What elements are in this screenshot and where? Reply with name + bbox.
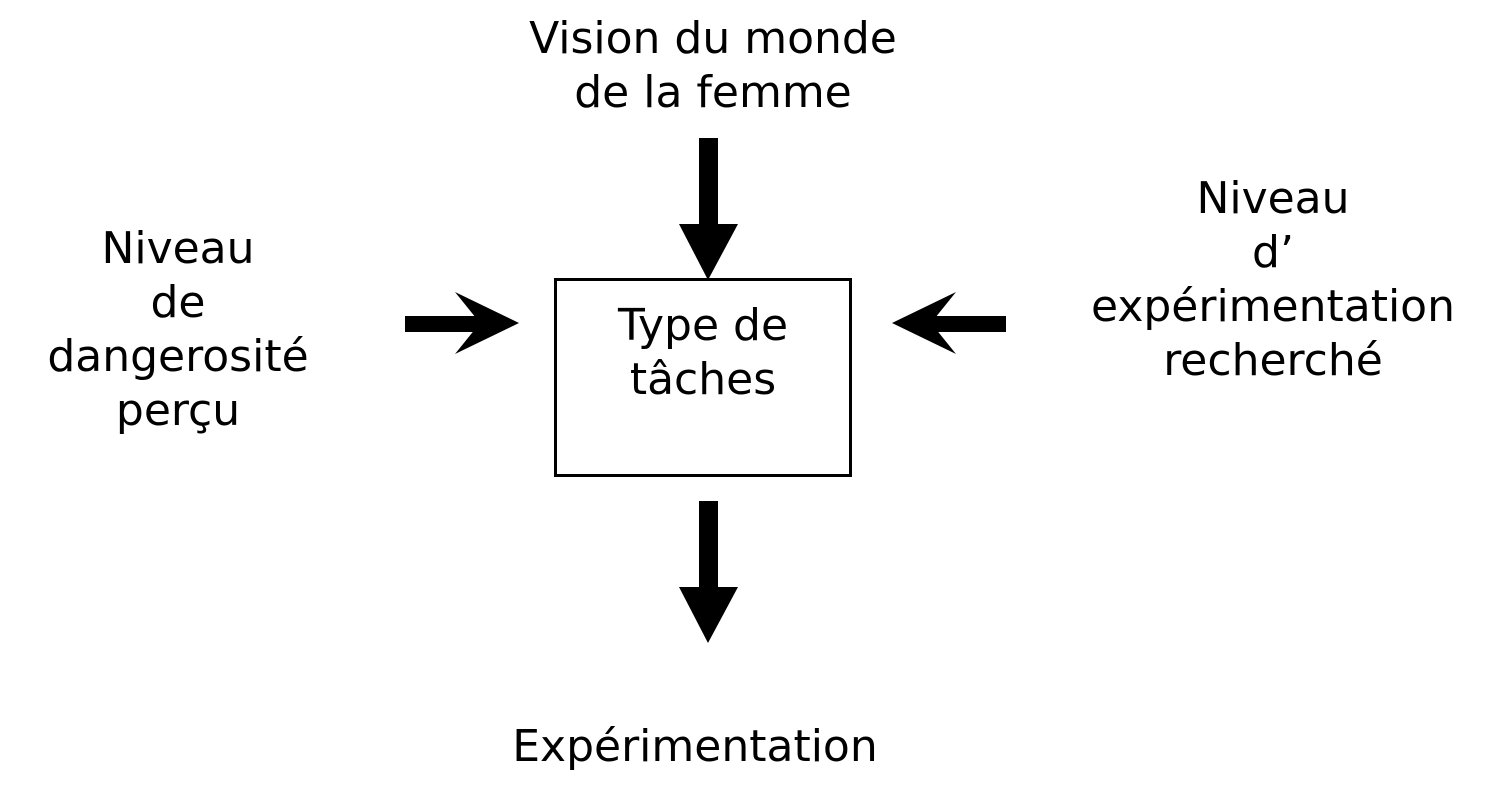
center-box [554,278,852,477]
right-label-line-4: recherché [1163,335,1383,386]
bottom-output-label: Expérimentation [450,720,940,774]
left-label-line-2: de [150,277,206,328]
left-label-line-3: dangerosité [47,331,309,382]
center-label-line-1: Type de [617,300,789,351]
bottom-label-line-1: Expérimentation [512,721,878,772]
left-input-label: Niveau de dangerosité perçu [20,222,336,438]
arrow-box-to-bottom [679,501,738,643]
center-label-line-2: tâches [629,354,777,405]
arrow-right-to-box [892,292,1006,354]
left-label-line-1: Niveau [101,223,255,274]
center-box-label: Type de tâches [554,299,852,407]
right-label-line-3: expérimentation [1091,281,1455,332]
right-label-line-2: d’ [1252,227,1294,278]
arrow-left-to-box [405,292,519,354]
top-label-line-1: Vision du monde [529,13,897,64]
top-input-label: Vision du monde de la femme [453,12,973,120]
arrow-top-to-box [679,138,738,280]
left-label-line-4: perçu [115,385,241,436]
right-label-line-1: Niveau [1196,173,1350,224]
right-input-label: Niveau d’ expérimentation recherché [1060,172,1486,388]
top-label-line-2: de la femme [574,67,852,118]
